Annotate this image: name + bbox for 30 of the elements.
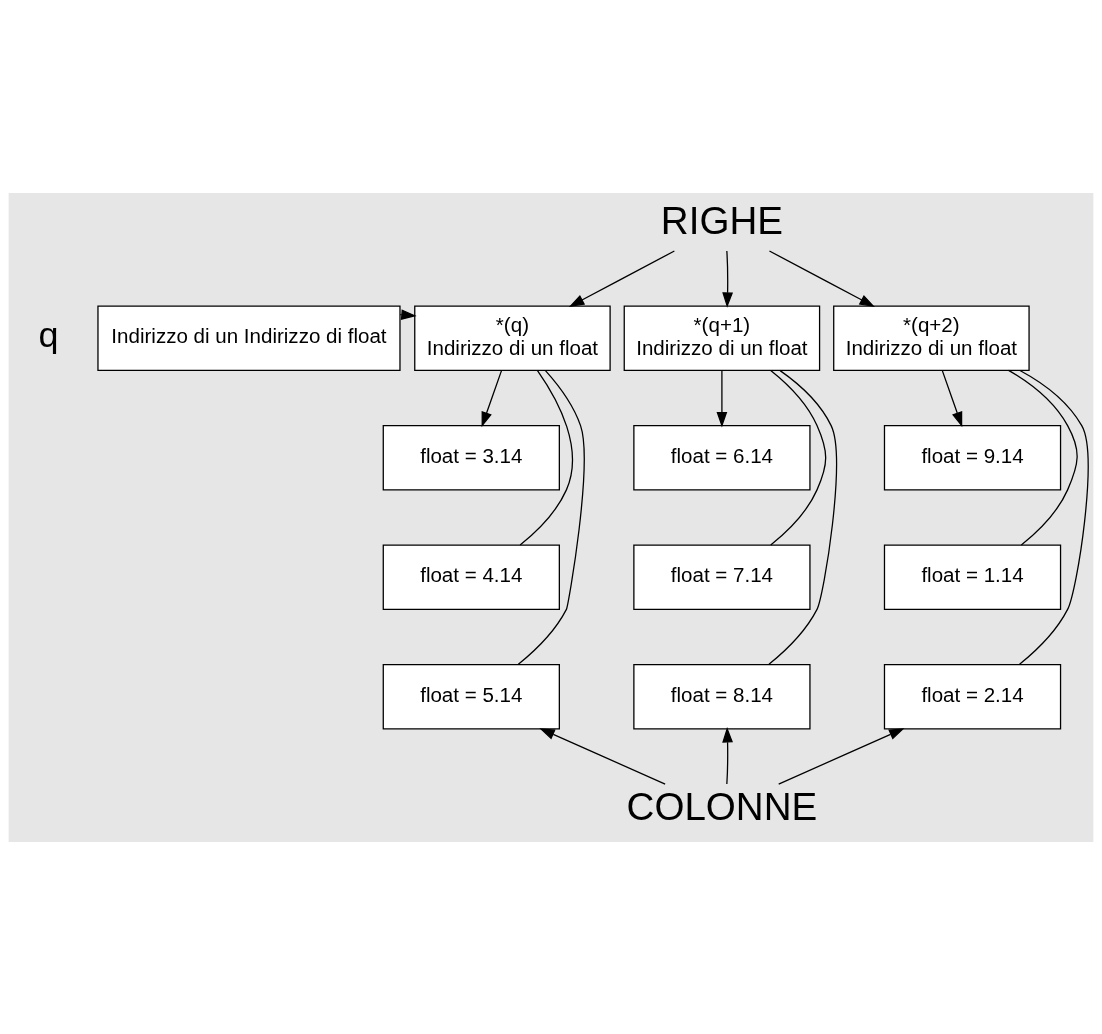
node-box: *(q) Indirizzo di un float [414, 304, 611, 371]
arrow [722, 249, 733, 308]
node-box: float = 2.14 [883, 663, 1062, 730]
node-text: COLONNE [626, 784, 818, 828]
node-box: float = 8.14 [633, 663, 811, 730]
arrow [778, 727, 905, 785]
arrow [481, 369, 503, 427]
node-box: float = 6.14 [633, 424, 811, 490]
connector [1018, 369, 1089, 665]
connector [1007, 369, 1078, 546]
connector [768, 369, 838, 665]
arrow [568, 249, 675, 307]
arrow [768, 249, 875, 307]
node-box: float = 5.14 [382, 663, 560, 730]
connector [519, 369, 574, 546]
node-box: float = 9.14 [883, 424, 1062, 490]
node-box: float = 7.14 [633, 544, 811, 610]
node-text: RIGHE [660, 198, 783, 242]
node-box: float = 3.14 [382, 424, 560, 490]
arrow [941, 369, 963, 427]
node-box: *(q+1) Indirizzo di un float [623, 304, 821, 371]
arrow [539, 727, 666, 785]
connector [517, 369, 585, 665]
node-box: float = 4.14 [382, 544, 560, 610]
connector [770, 369, 827, 546]
arrow [722, 726, 733, 785]
node-label: q [38, 313, 59, 355]
node-box: *(q+2) Indirizzo di un float [833, 304, 1030, 371]
arrow [716, 369, 728, 427]
node-box: float = 1.14 [883, 544, 1062, 610]
